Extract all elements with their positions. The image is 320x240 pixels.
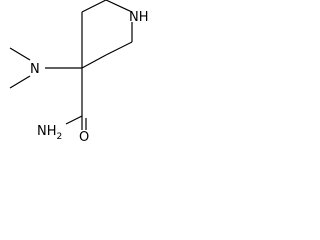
structure-diagram: NH N NH2 O [0, 0, 155, 145]
atom-label-n-dimethyl: N [30, 62, 40, 77]
bond-n-methyl-upper [9, 47, 31, 61]
bond-c6-c5-ring [81, 0, 107, 13]
atom-label-nh: NH [129, 10, 149, 25]
bond-c3-c2-ring [105, 41, 133, 56]
atom-label-amide-nh2: NH2 [37, 124, 62, 142]
bond-carbonyl-c-n [65, 115, 83, 125]
atom-label-oxygen: O [79, 130, 89, 143]
bond-n-methyl-lower [9, 75, 31, 89]
chemical-structure: NH N NH2 O [9, 0, 149, 145]
subscript-2: 2 [57, 132, 63, 142]
bond-n1-c6-ring [105, 0, 133, 13]
bond-c4-c3-ring [81, 54, 107, 69]
